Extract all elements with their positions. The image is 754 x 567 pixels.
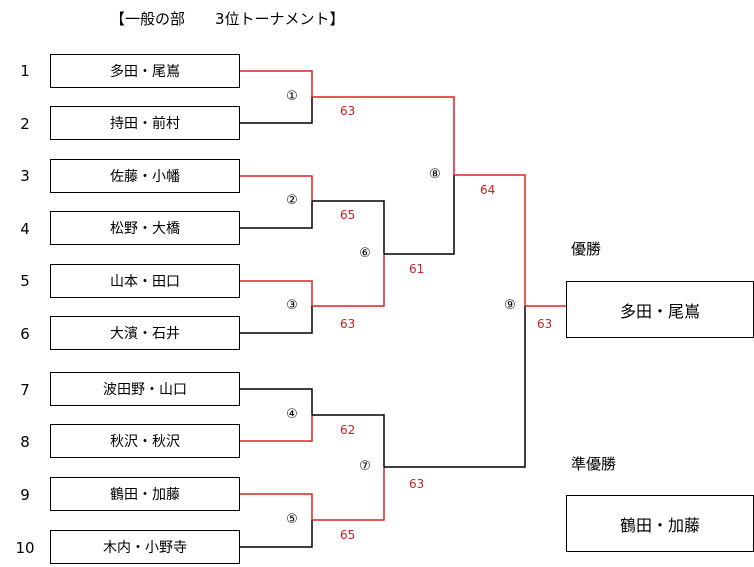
line-m8-bottom xyxy=(384,175,455,255)
team-box: 佐藤・小幡 xyxy=(50,159,240,193)
team-box: 秋沢・秋沢 xyxy=(50,424,240,458)
seed-number: 10 xyxy=(15,539,35,557)
seed-number: 3 xyxy=(20,167,30,185)
match-number: ⑦ xyxy=(359,459,371,474)
line-m2-top xyxy=(240,175,313,201)
line-m9-top xyxy=(454,174,526,306)
line-m8-top xyxy=(312,96,455,175)
line-m5-bottom xyxy=(240,520,313,548)
line-m2-bottom xyxy=(240,201,313,229)
seed-number: 8 xyxy=(20,433,30,451)
seed-number: 7 xyxy=(20,381,30,399)
match-number: ⑧ xyxy=(429,167,441,182)
team-box: 持田・前村 xyxy=(50,106,240,140)
match-number: ④ xyxy=(286,407,298,422)
match-score: 63 xyxy=(340,317,356,331)
team-box: 大濱・石井 xyxy=(50,316,240,350)
match-score: 63 xyxy=(340,104,356,118)
match-score: 63 xyxy=(409,477,425,491)
team-box: 山本・田口 xyxy=(50,264,240,298)
match-score: 63 xyxy=(537,317,553,331)
line-m4-bottom xyxy=(240,415,313,442)
line-m6-bottom xyxy=(312,254,385,307)
team-box: 松野・大橋 xyxy=(50,211,240,245)
line-m3-top xyxy=(240,280,313,306)
line-m7-bottom xyxy=(312,467,385,521)
team-box: 多田・尾嶌 xyxy=(50,54,240,88)
match-score: 64 xyxy=(480,183,496,197)
line-m5-top xyxy=(240,493,313,520)
winner-label: 優勝 xyxy=(571,240,602,258)
runner-up-box: 鶴田・加藤 xyxy=(566,495,754,552)
seed-number: 4 xyxy=(20,220,30,238)
seed-number: 6 xyxy=(20,325,30,343)
match-number: ② xyxy=(286,193,298,208)
line-m9-bottom xyxy=(384,306,526,468)
seed-number: 5 xyxy=(20,272,30,290)
match-number: ⑤ xyxy=(286,512,298,527)
match-score: 61 xyxy=(409,262,425,276)
match-score: 65 xyxy=(340,528,356,542)
match-number: ⑨ xyxy=(504,298,516,313)
match-score: 62 xyxy=(340,423,356,437)
winner-box: 多田・尾嶌 xyxy=(566,281,754,338)
runner-up-label: 準優勝 xyxy=(571,455,617,473)
line-m3-bottom xyxy=(240,306,313,334)
match-number: ⑥ xyxy=(359,246,371,261)
page-title: 【一般の部 3位トーナメント】 xyxy=(110,10,345,28)
match-number: ③ xyxy=(286,298,298,313)
team-box: 鶴田・加藤 xyxy=(50,477,240,511)
match-score: 65 xyxy=(340,208,356,222)
seed-number: 1 xyxy=(20,62,30,80)
line-m4-top xyxy=(240,388,313,415)
team-box: 波田野・山口 xyxy=(50,372,240,406)
line-m7-top xyxy=(312,414,385,467)
line-m1-bottom xyxy=(240,97,313,124)
seed-number: 2 xyxy=(20,115,30,133)
team-box: 木内・小野寺 xyxy=(50,530,240,564)
line-m6-top xyxy=(312,200,385,254)
seed-number: 9 xyxy=(20,486,30,504)
match-number: ① xyxy=(286,89,298,104)
line-m1-top xyxy=(240,70,313,97)
